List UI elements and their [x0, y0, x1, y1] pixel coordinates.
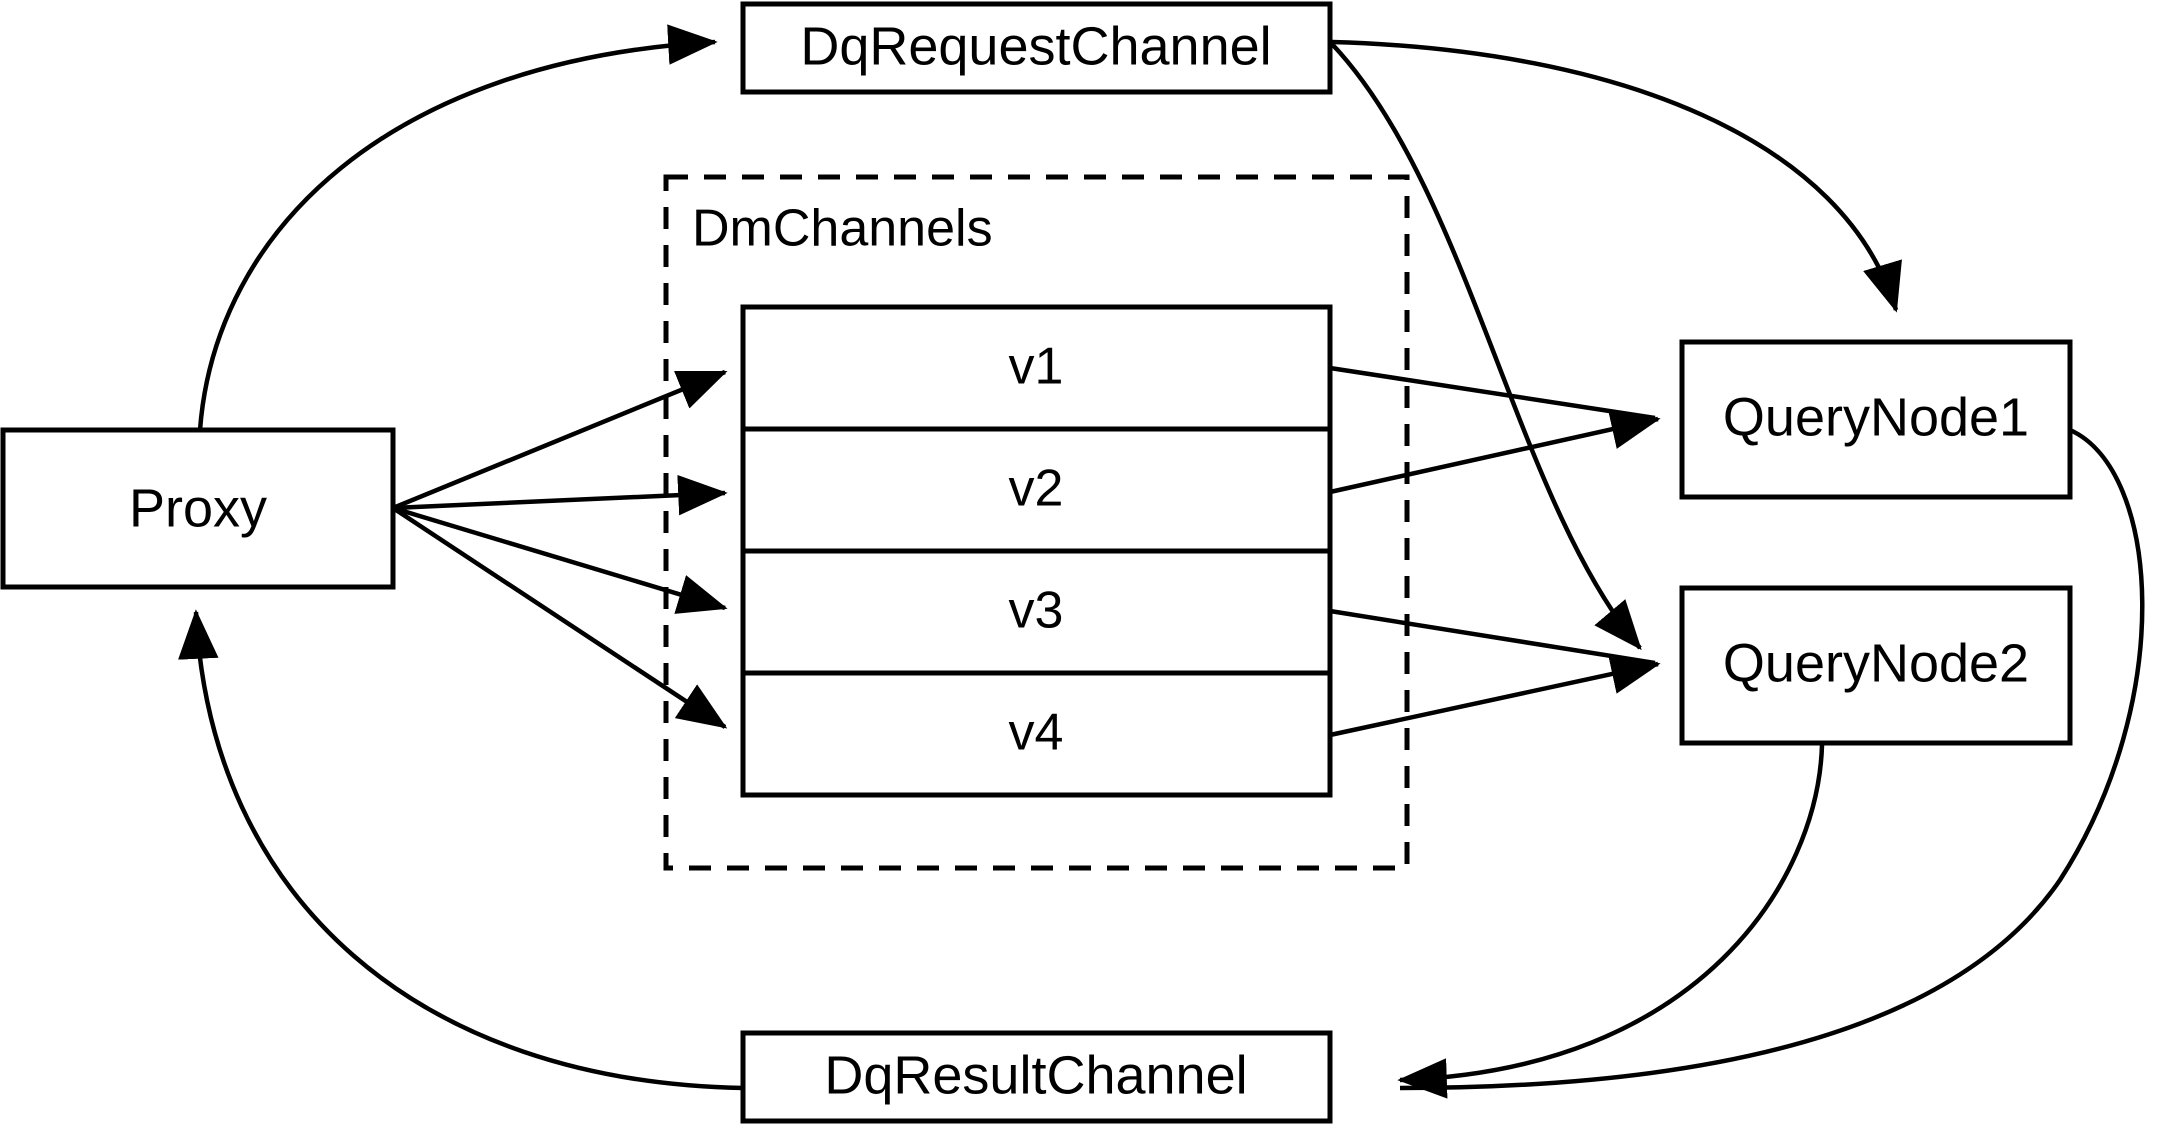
dmchannels-group-box: [663, 174, 1410, 871]
edge-v3-to-querynode2: [1329, 608, 1656, 666]
node-querynode2-label: QueryNode2: [1723, 633, 2029, 693]
node-querynode1-label: QueryNode1: [1723, 387, 2029, 447]
edge-proxy-to-v2: [392, 474, 728, 516]
node-querynode1-box[interactable]: [1679, 339, 2073, 500]
edge-dqrequestchannel-to-querynode2: [1330, 42, 1642, 651]
edge-v2-to-querynode1: [1329, 409, 1661, 495]
edge-dqrequestchannel-to-querynode1: [1331, 39, 1902, 313]
node-proxy-box[interactable]: [0, 427, 396, 590]
edge-proxy-to-v4: [391, 506, 728, 729]
channel-row-v3[interactable]: v3: [1009, 582, 1064, 640]
node-proxy-label: Proxy: [129, 478, 267, 538]
channel-row-v2[interactable]: v2: [1009, 460, 1064, 518]
edge-proxy-to-v1: [392, 369, 728, 511]
edge-proxy-to-v3: [392, 505, 728, 614]
edge-dqresultchannel-to-proxy: [178, 609, 744, 1091]
channel-row-v4[interactable]: v4: [1009, 704, 1064, 762]
node-dqrequestchannel-label: DqRequestChannel: [800, 16, 1271, 76]
edge-v1-to-querynode1: [1329, 365, 1656, 421]
edge-querynode2-to-dqresultchannel: [1397, 744, 1825, 1099]
node-dqresultchannel-box[interactable]: [740, 1030, 1333, 1124]
edge-proxy-to-dqrequestchannel: [197, 24, 718, 431]
node-dqresultchannel-label: DqResultChannel: [824, 1045, 1247, 1105]
dmchannels-group-label: DmChannels: [692, 200, 993, 258]
edge-querynode1-to-dqresultchannel: [1399, 427, 2145, 1091]
edge-v4-to-querynode2: [1329, 654, 1661, 738]
node-querynode2-box[interactable]: [1679, 585, 2073, 746]
channel-row-v1[interactable]: v1: [1009, 338, 1064, 396]
node-dqrequestchannel-box[interactable]: [740, 1, 1333, 95]
